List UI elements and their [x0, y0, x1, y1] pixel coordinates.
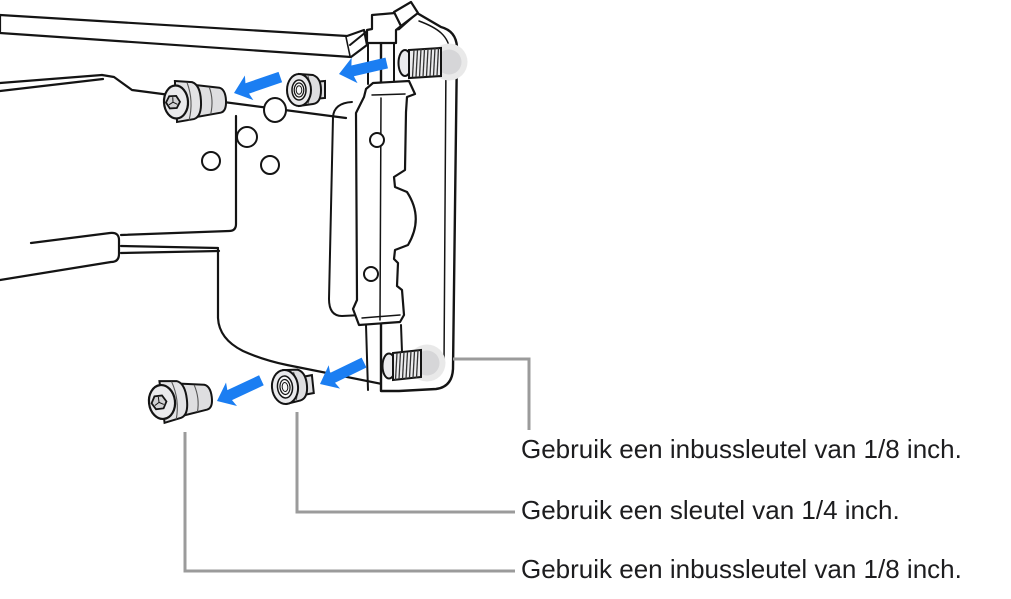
callout-label-inbussleutel-bottom: Gebruik een inbussleutel van 1/8 inch.: [521, 554, 962, 584]
callout-label-sleutel: Gebruik een sleutel van 1/4 inch.: [521, 495, 900, 525]
leader-line-bottom-nut: [295, 412, 515, 514]
rail-top-flange: [0, 13, 369, 59]
arrow-left-icon: [211, 368, 267, 413]
hole: [201, 151, 221, 171]
arrow-left-icon: [314, 350, 370, 396]
slide-rail: [0, 13, 404, 390]
threaded-nut-top: [286, 72, 326, 108]
bracket-tab-cap: [392, 0, 420, 28]
leader-line-top-bolt: [453, 357, 531, 430]
hex-socket-screw-top: [162, 79, 228, 124]
inner-rail-end: [0, 231, 121, 282]
threaded-nut-bottom: [270, 368, 315, 406]
hex-socket-screw-bottom: [147, 380, 213, 425]
rail-holes: [201, 97, 287, 175]
bracket-recessed-panel: [328, 101, 403, 317]
bracket-latch: [351, 79, 417, 327]
mounting-bracket: [328, 0, 459, 393]
rail-bolt-top: [397, 46, 442, 80]
latch-hole: [363, 266, 379, 282]
hole: [263, 97, 287, 123]
hole: [260, 155, 280, 175]
rail-bolt-bottom: [381, 348, 422, 382]
latch-hole: [369, 132, 385, 148]
hole: [236, 126, 258, 148]
leader-line-bottom-screw: [183, 432, 515, 573]
callout-label-inbussleutel-top: Gebruik een inbussleutel van 1/8 inch.: [521, 434, 962, 464]
